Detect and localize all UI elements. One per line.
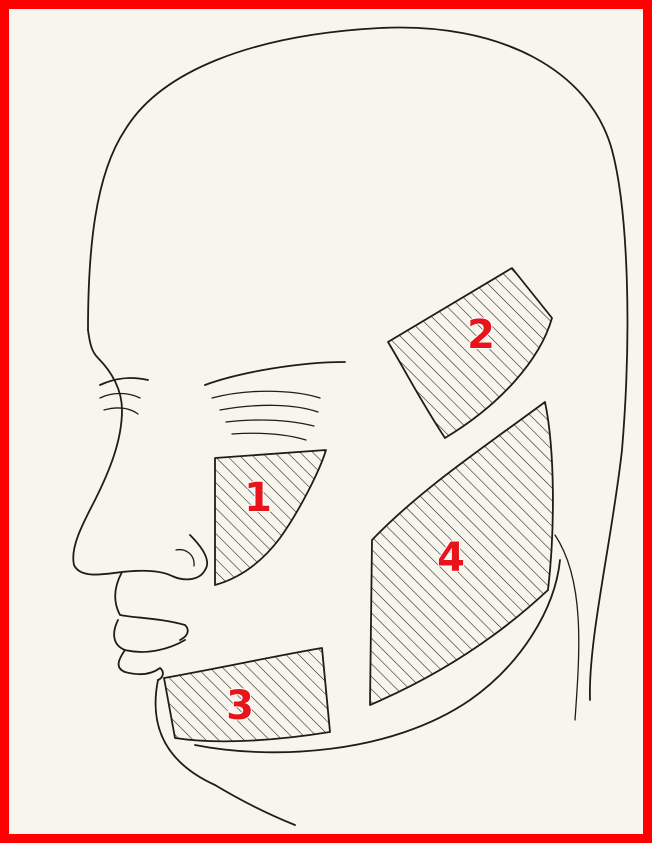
zone-2-label: 2 [467,312,495,358]
forehead-wrinkle [232,433,306,440]
zone-4-label: 4 [437,535,465,581]
forehead-wrinkle [226,420,314,426]
lower-lip [114,620,185,652]
forehead-wrinkle [212,391,320,398]
upper-eyelid [100,378,148,385]
zone-3: 3 [164,648,330,741]
upper-lip [115,572,188,640]
nostril [176,550,194,566]
zone-4: 4 [370,402,553,705]
head-outline [88,27,627,700]
zone-1: 1 [215,450,326,585]
brow-line [205,362,345,385]
zone-2: 2 [388,268,552,438]
head-profile-drawing: 1 2 3 4 [9,9,643,834]
face-profile [73,330,207,579]
neck-back-line [555,535,579,720]
zone-3-label: 3 [226,683,254,729]
forehead-wrinkle [220,405,318,412]
chin [119,650,163,680]
zone-1-label: 1 [244,475,272,521]
